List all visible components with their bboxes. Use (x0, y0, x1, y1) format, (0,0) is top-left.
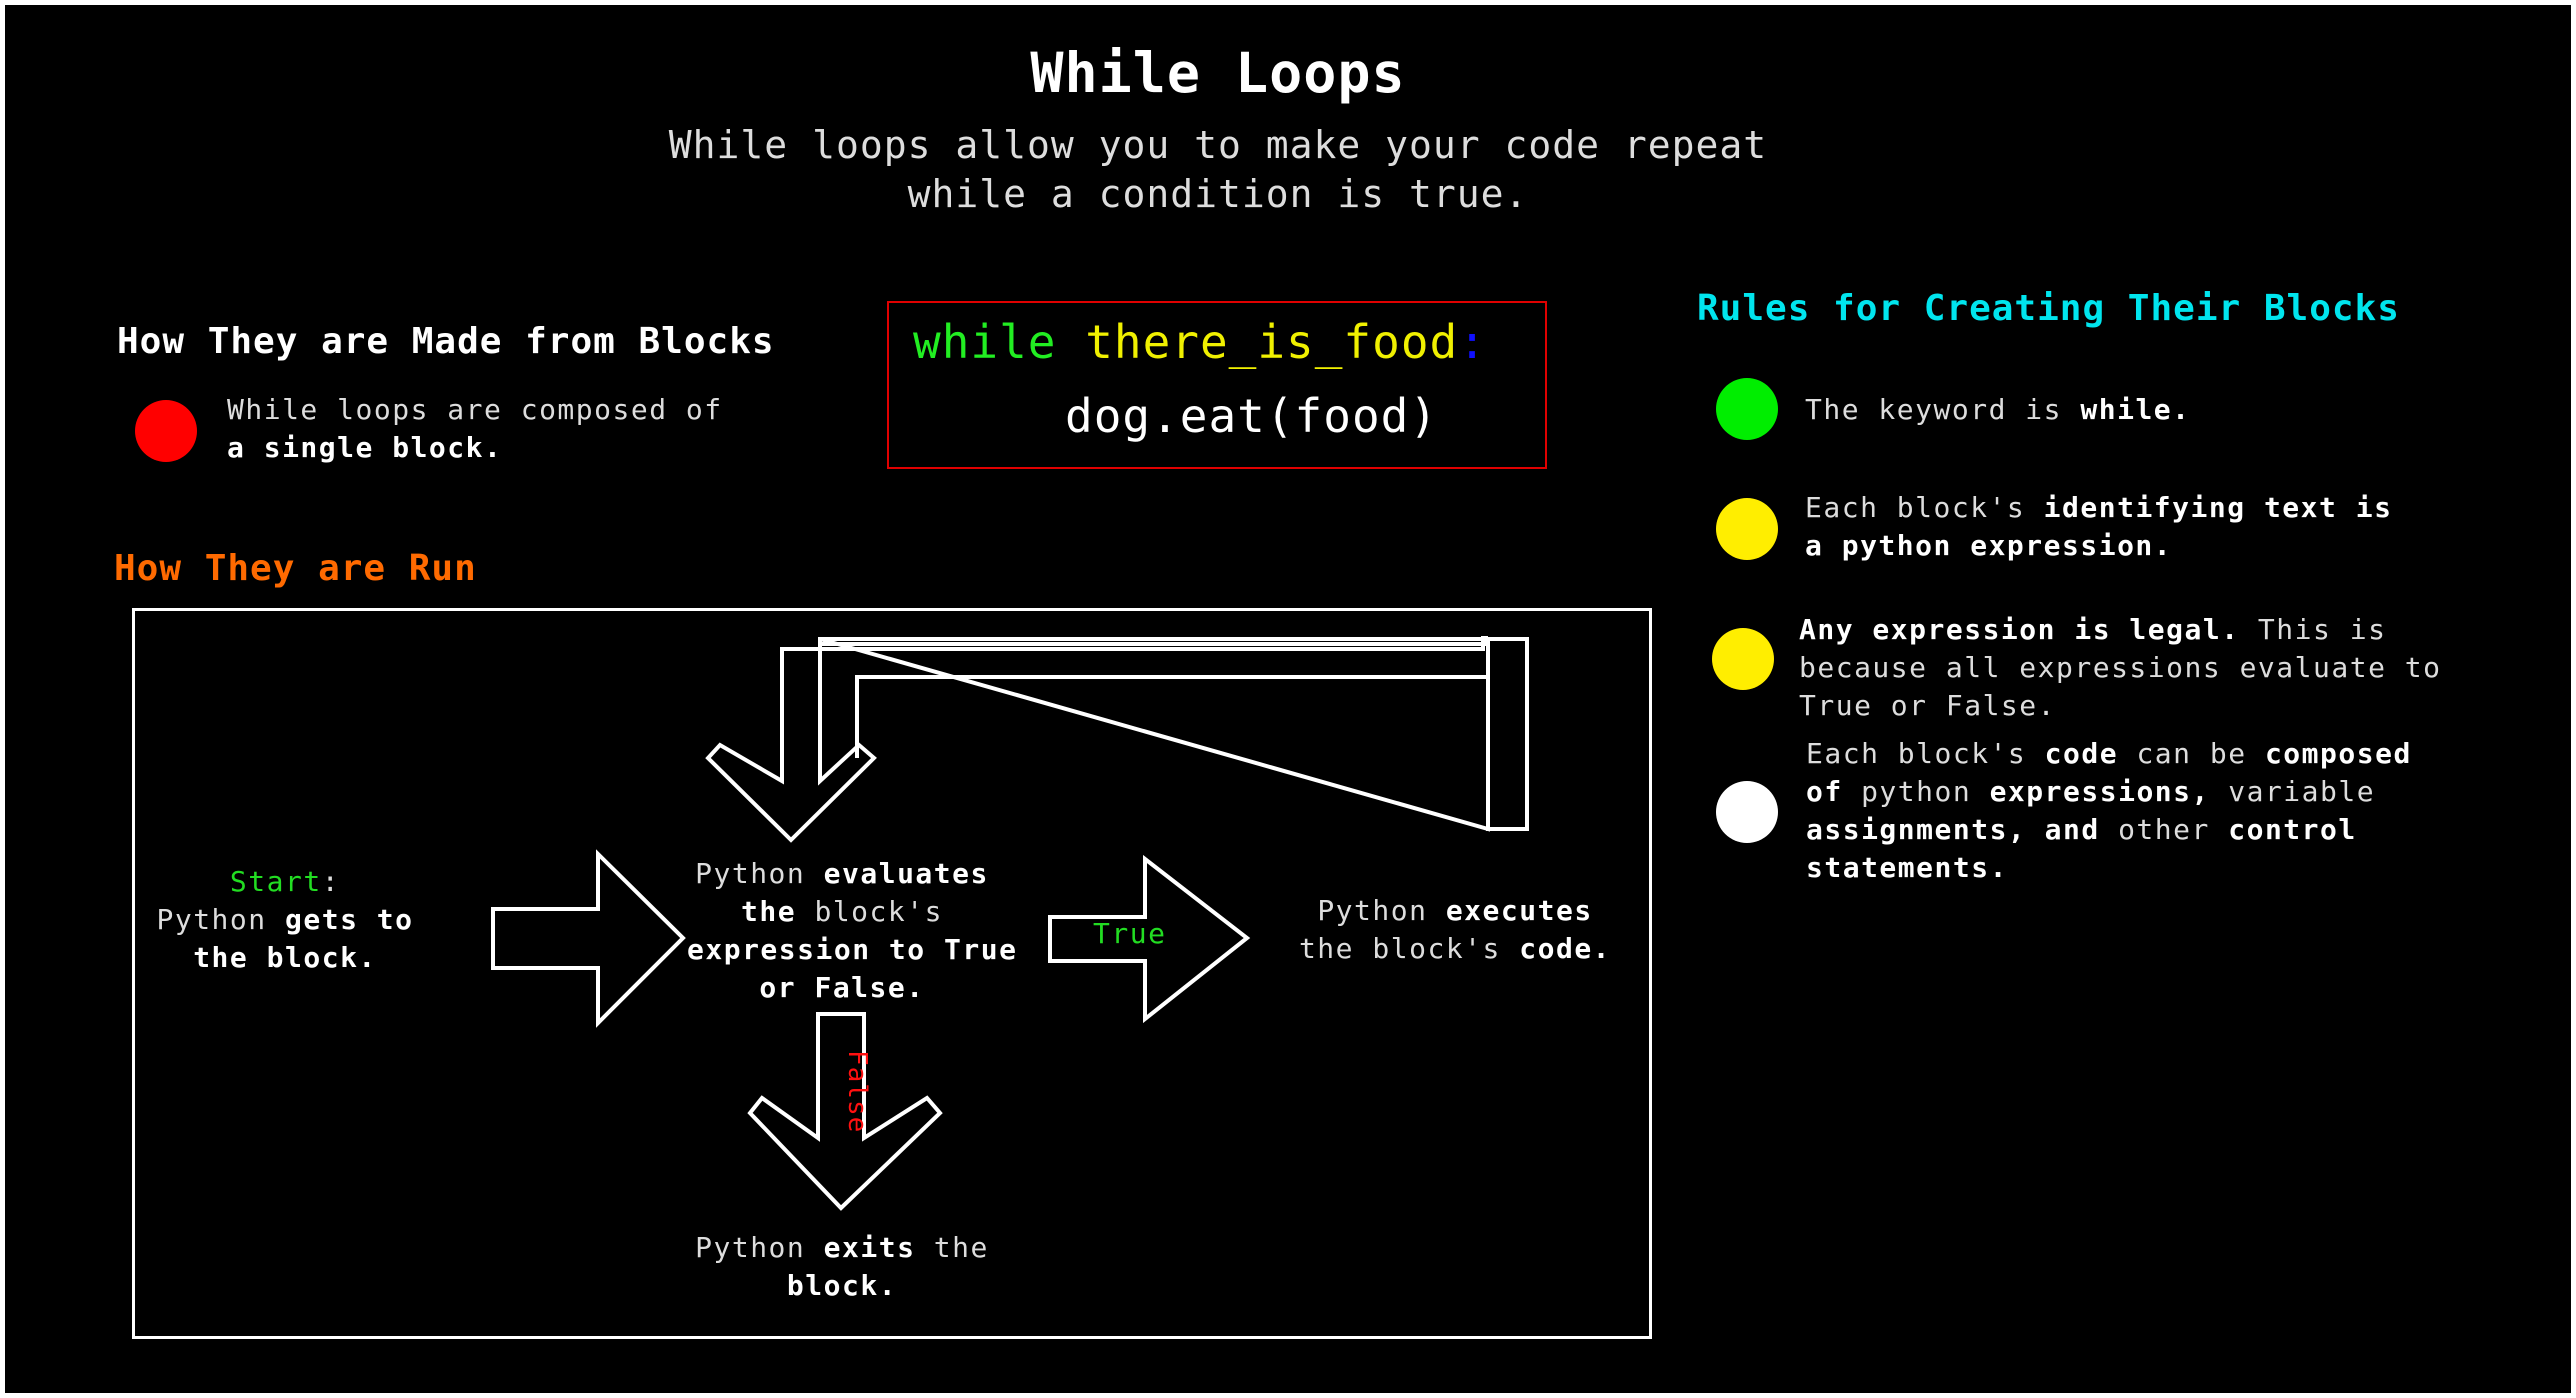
code-line-1: while there_is_food: (913, 315, 1487, 369)
code-keyword: while (913, 315, 1057, 369)
rule-2: Each block's identifying text is a pytho… (1805, 491, 2393, 562)
run-flow-diagram: Start: Python gets to the block. Python … (132, 608, 1652, 1339)
code-colon: : (1458, 315, 1487, 369)
execute-node: Python executes the block's code. (1298, 894, 1612, 965)
code-example-box: while there_is_food: dog.eat(food) (887, 301, 1547, 469)
false-exit-arrow (747, 1012, 943, 1211)
slide: While Loops While loops allow you to mak… (5, 5, 2571, 1393)
rule-1: The keyword is while. (1805, 393, 2191, 426)
subtitle-line-2: while a condition is true. (907, 172, 1529, 216)
red-dot-icon (135, 400, 197, 462)
start-node: Start: Python gets to the block. (156, 865, 414, 974)
white-dot-icon (1716, 781, 1778, 843)
rule-3: Any expression is legal. This is because… (1799, 613, 2442, 722)
run-heading: How They are Run (114, 548, 477, 589)
blocks-description: While loops are composed of a single blo… (227, 393, 723, 464)
loop-back-arrow (705, 636, 1529, 843)
true-label: True (1093, 917, 1167, 950)
yellow-dot-icon (1712, 628, 1774, 690)
code-condition: there_is_food (1085, 315, 1459, 369)
page-title: While Loops (1030, 41, 1406, 105)
false-label: False (842, 1050, 872, 1134)
rule-4: Each block's code can be composed of pyt… (1806, 737, 2412, 884)
yellow-dot-icon (1716, 498, 1778, 560)
evaluate-to-execute-arrow (1048, 854, 1251, 1024)
start-label: Start (229, 865, 322, 898)
evaluate-node: Python evaluates the block's expression … (687, 857, 1018, 1004)
blocks-heading: How They are Made from Blocks (117, 321, 775, 362)
loop-back-inner (855, 675, 1490, 829)
rules-heading: Rules for Creating Their Blocks (1697, 288, 2400, 329)
subtitle-line-1: While loops allow you to make your code … (668, 123, 1768, 167)
loop-back-outer (818, 637, 1529, 829)
green-dot-icon (1716, 378, 1778, 440)
exit-node: Python exits the block. (695, 1231, 989, 1302)
flow-arrows (491, 636, 1529, 1211)
code-line-2: dog.eat(food) (1065, 389, 1439, 443)
start-to-evaluate-arrow (491, 849, 686, 1028)
